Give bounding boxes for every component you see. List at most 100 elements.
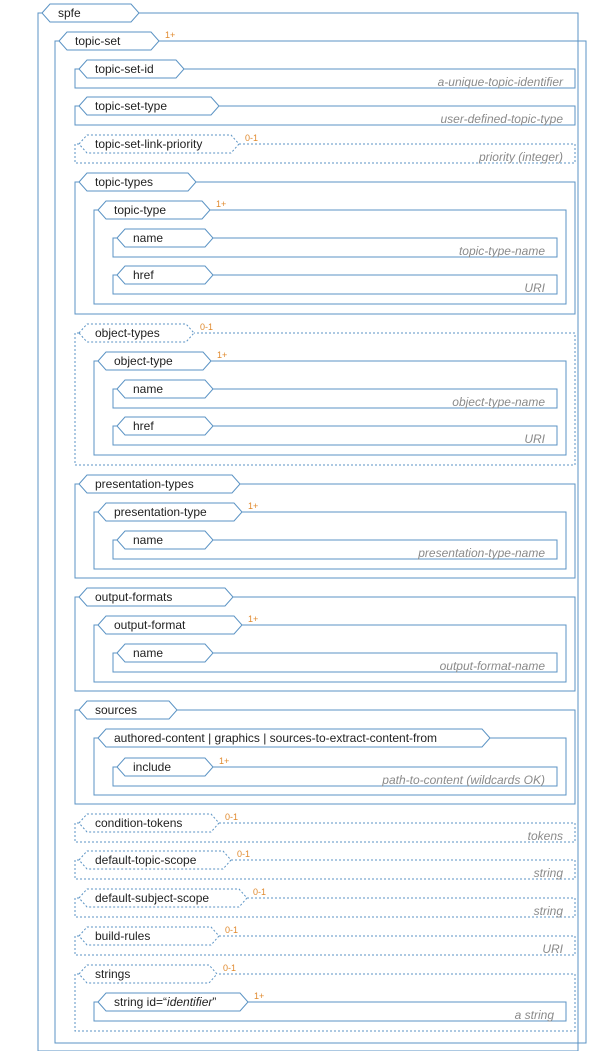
sources-content-box <box>93 737 567 796</box>
output-formats-name-tag <box>116 643 214 663</box>
string-tag-suffix: ” <box>212 995 216 1009</box>
topic-set-id-box <box>74 68 576 89</box>
condition-tokens-label: condition-tokens <box>95 816 182 830</box>
object-types-name-tag <box>116 379 214 399</box>
presentation-types-name-value: presentation-type-name <box>417 546 545 560</box>
topic-types-href-label: href <box>133 268 154 282</box>
topic-types-topic-type-cardinality: 1+ <box>216 199 226 209</box>
topic-set-id-label: topic-set-id <box>95 62 154 76</box>
topic-set-link-priority-cardinality: 0-1 <box>245 133 258 143</box>
default-topic-scope-tag <box>78 850 232 870</box>
topic-set-label: topic-set <box>75 34 121 48</box>
topic-types-box <box>74 181 576 315</box>
root-label: spfe <box>58 6 81 20</box>
default-topic-scope-value: string <box>534 866 564 880</box>
object-types-name-box <box>112 388 558 409</box>
presentation-types-presentation-type-cardinality: 1+ <box>248 501 258 511</box>
default-topic-scope-cardinality: 0-1 <box>237 849 250 859</box>
topic-types-topic-type-tag <box>97 200 211 220</box>
topic-types-name-label: name <box>133 231 163 245</box>
topic-types-name-box <box>112 237 558 258</box>
topic-types-href-box <box>112 274 558 295</box>
object-types-object-type-cardinality: 1+ <box>217 350 227 360</box>
string-tag-prefix: string id=“ <box>114 995 167 1009</box>
output-formats-output-format-box <box>93 624 567 683</box>
output-formats-output-format-label: output-format <box>114 618 186 632</box>
build-rules-label: build-rules <box>95 929 150 943</box>
object-types-name-value: object-type-name <box>452 395 545 409</box>
object-types-href-value: URI <box>524 432 545 446</box>
default-topic-scope-box <box>74 859 576 880</box>
strings-string-box <box>93 1001 567 1022</box>
object-types-box <box>74 332 576 466</box>
topic-set-link-priority-tag <box>78 134 240 154</box>
output-formats-tag <box>78 587 234 607</box>
strings-label: strings <box>95 967 130 981</box>
topic-set-cardinality: 1+ <box>165 30 175 40</box>
topic-set-id-value: a-unique-topic-identifier <box>438 75 564 89</box>
presentation-types-presentation-type-label: presentation-type <box>114 505 207 519</box>
build-rules-cardinality: 0-1 <box>225 925 238 935</box>
topic-set-link-priority-label: topic-set-link-priority <box>95 137 202 151</box>
strings-cardinality: 0-1 <box>223 963 236 973</box>
topic-types-href-value: URI <box>524 281 545 295</box>
object-types-href-tag <box>116 416 214 436</box>
default-subject-scope-value: string <box>534 904 564 918</box>
topic-set-tag <box>58 31 160 51</box>
strings-string-value: a string <box>515 1008 555 1022</box>
output-formats-name-box <box>112 652 558 673</box>
object-types-href-box <box>112 425 558 446</box>
default-topic-scope-label: default-topic-scope <box>95 853 197 867</box>
topic-types-name-tag <box>116 228 214 248</box>
object-types-label: object-types <box>95 326 160 340</box>
condition-tokens-value: tokens <box>528 829 563 843</box>
strings-string-label: string id=“identifier” <box>114 995 216 1009</box>
default-subject-scope-label: default-subject-scope <box>95 891 209 905</box>
object-types-tag <box>78 323 195 343</box>
object-types-href-label: href <box>133 419 154 433</box>
presentation-types-presentation-type-box <box>93 511 567 570</box>
presentation-types-name-label: name <box>133 533 163 547</box>
topic-set-link-priority-value: priority (integer) <box>478 150 563 164</box>
strings-string-tag <box>97 992 249 1012</box>
strings-string-cardinality: 1+ <box>254 991 264 1001</box>
sources-include-box <box>112 766 558 787</box>
topic-set-id-tag <box>78 59 185 79</box>
output-formats-label: output-formats <box>95 590 172 604</box>
strings-box <box>74 973 576 1032</box>
build-rules-tag <box>78 926 220 946</box>
strings-tag <box>78 964 218 984</box>
topic-types-href-tag <box>116 265 214 285</box>
presentation-types-name-box <box>112 539 558 560</box>
topic-types-name-value: topic-type-name <box>459 244 545 258</box>
topic-set-link-priority-box <box>74 143 576 164</box>
build-rules-box <box>74 935 576 956</box>
topic-set-type-value: user-defined-topic-type <box>440 112 563 126</box>
topic-set-type-label: topic-set-type <box>95 99 167 113</box>
default-subject-scope-tag <box>78 888 248 908</box>
topic-types-topic-type-label: topic-type <box>114 203 166 217</box>
default-subject-scope-cardinality: 0-1 <box>253 887 266 897</box>
object-types-object-type-label: object-type <box>114 354 173 368</box>
object-types-object-type-box <box>93 360 567 456</box>
output-formats-name-label: name <box>133 646 163 660</box>
presentation-types-box <box>74 483 576 579</box>
output-formats-output-format-cardinality: 1+ <box>248 614 258 624</box>
output-formats-box <box>74 596 576 692</box>
condition-tokens-cardinality: 0-1 <box>225 812 238 822</box>
topic-types-tag <box>78 172 197 192</box>
topic-types-label: topic-types <box>95 175 153 189</box>
sources-tag <box>78 700 178 720</box>
root-tag <box>41 3 140 23</box>
presentation-types-presentation-type-tag <box>97 502 243 522</box>
sources-label: sources <box>95 703 137 717</box>
sources-include-tag <box>116 757 214 777</box>
output-formats-name-value: output-format-name <box>440 659 546 673</box>
presentation-types-name-tag <box>116 530 214 550</box>
string-tag-identifier: identifier <box>167 995 213 1009</box>
output-formats-output-format-tag <box>97 615 243 635</box>
topic-types-topic-type-box <box>93 209 567 305</box>
sources-box <box>74 709 576 805</box>
sources-include-value: path-to-content (wildcards OK) <box>381 773 545 787</box>
